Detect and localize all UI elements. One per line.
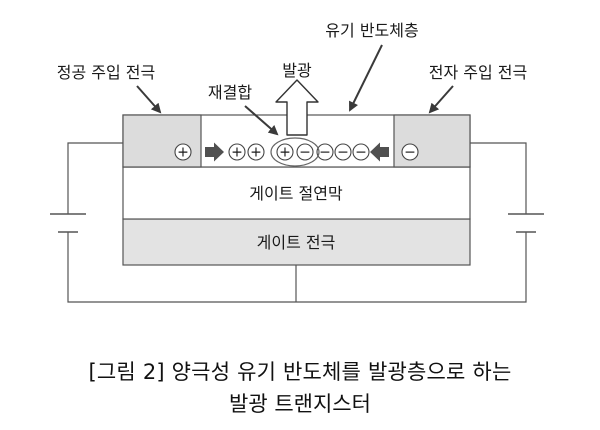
gate-electrode-label: 게이트 전극: [257, 233, 336, 252]
figure-caption-line-1: [그림 2] 양극성 유기 반도체를 발광층으로 하는: [88, 360, 512, 384]
electron-symbol: −: [319, 145, 331, 161]
electron: −: [296, 143, 314, 161]
electron-symbol: −: [404, 145, 416, 161]
hole-injection-electrode-label: 정공 주입 전극: [57, 63, 156, 82]
leader-arrows: [136, 44, 454, 136]
hole-symbol: +: [250, 145, 262, 161]
electron: −: [334, 143, 352, 161]
electron-electrode-pointer: [428, 85, 454, 114]
hole-carriers: + + + +: [174, 143, 294, 161]
organic-semiconductor-label: 유기 반도체층: [325, 21, 418, 40]
hole-in-electrode: +: [174, 143, 192, 161]
figure-caption-line-2: 발광 트랜지스터: [229, 392, 371, 416]
recombination-ring: [270, 137, 320, 167]
electron: −: [316, 143, 334, 161]
hole: +: [276, 143, 294, 161]
hole: +: [247, 143, 265, 161]
hole-symbol: +: [177, 145, 189, 161]
hole-symbol: +: [279, 145, 291, 161]
electron-flow-arrow: [370, 142, 389, 162]
electron: −: [352, 143, 370, 161]
electron-carriers: − − − − −: [296, 143, 419, 161]
hole-symbol: +: [231, 145, 243, 161]
right-battery-symbol: [508, 213, 544, 233]
recombination-label: 재결합: [208, 83, 252, 102]
electron-symbol: −: [299, 145, 311, 161]
electron-in-electrode: −: [401, 143, 419, 161]
emission-label: 발광: [282, 61, 312, 80]
gate-insulator-layer: [122, 166, 471, 220]
left-battery-symbol: [50, 213, 86, 233]
recombination-pointer: [244, 105, 279, 136]
hole-flow-arrow: [205, 142, 224, 162]
circuit-wires: [67, 142, 527, 303]
hole: +: [228, 143, 246, 161]
semiconductor-pointer: [349, 44, 383, 112]
electron-symbol: −: [355, 145, 367, 161]
hole-injection-electrode: [122, 114, 202, 168]
gate-electrode-layer: [122, 218, 471, 266]
electron-symbol: −: [337, 145, 349, 161]
emission-arrow-icon: [275, 79, 319, 136]
hole-electrode-pointer: [136, 85, 162, 114]
electron-injection-electrode-label: 전자 주입 전극: [429, 63, 528, 82]
gate-insulator-label: 게이트 절연막: [249, 184, 343, 203]
